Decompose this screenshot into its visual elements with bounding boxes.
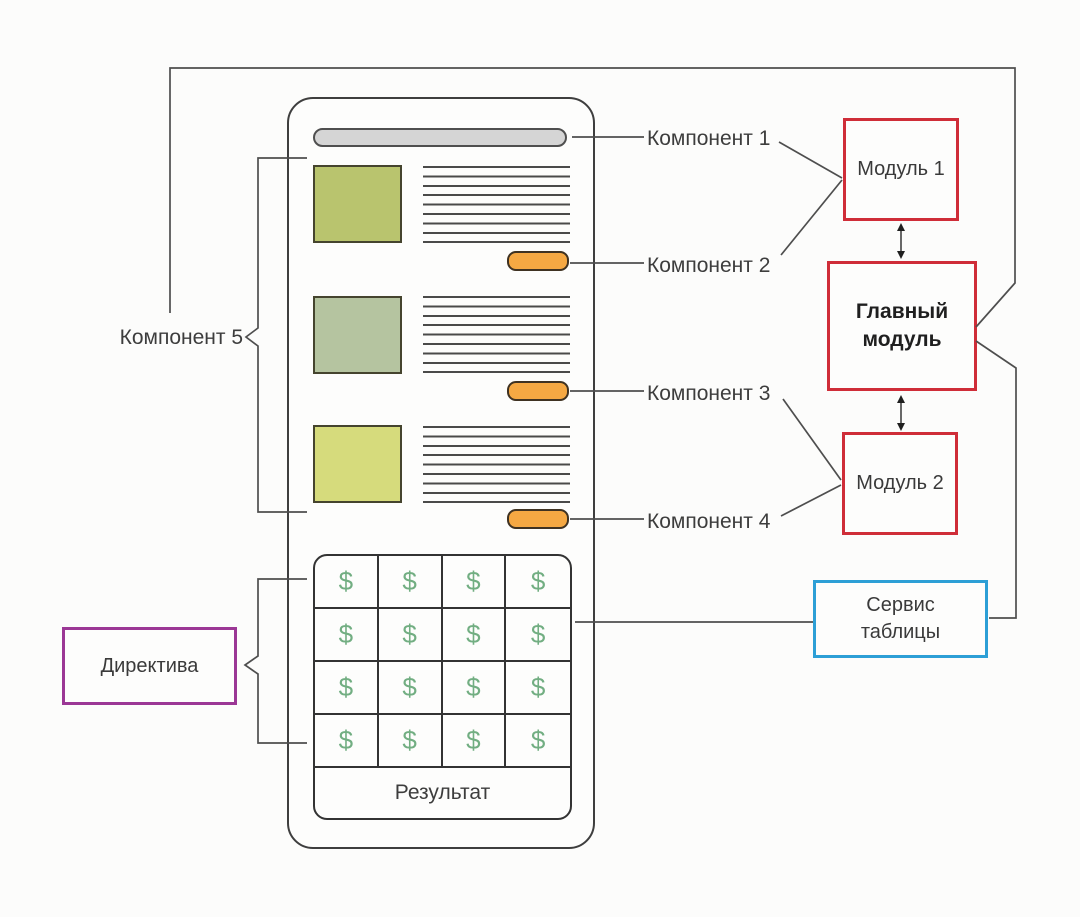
result-row: Результат	[394, 781, 491, 804]
main-module-label-line2: модуль	[862, 328, 942, 351]
component-4-diagonal	[780, 484, 842, 517]
dollar-cell: $	[506, 609, 570, 662]
main-module-to-service-wire	[975, 340, 1017, 619]
module-1-box: Модуль 1	[843, 118, 959, 221]
dollar-cell: $	[378, 556, 443, 609]
text-lines-3	[423, 426, 570, 504]
header-bar-component-1	[313, 128, 567, 147]
dollar-cell: $	[315, 662, 379, 715]
dollar-cell: $	[378, 715, 443, 768]
directive-box: Директива	[62, 627, 237, 705]
module-2-label: Модуль 2	[856, 472, 944, 494]
dollar-cell: $	[442, 556, 507, 609]
dollar-cell: $	[378, 662, 443, 715]
dollar-cell: $	[378, 609, 443, 662]
component-5-label: Компонент 5	[119, 326, 243, 349]
dollar-cell: $	[506, 556, 570, 609]
dollar-cell: $	[315, 715, 379, 768]
money-table: $ $ $ $ $ $ $ $ $ $ $ $ $ $ $ $ Результа…	[313, 554, 572, 820]
table-service-label-line1: Сервис	[866, 594, 935, 616]
double-arrow-icon	[897, 395, 905, 431]
table-service-box: Сервис таблицы	[813, 580, 988, 658]
main-module-box: Главный модуль	[827, 261, 977, 391]
module-1-label: Модуль 1	[857, 158, 945, 180]
component-1-label: Компонент 1	[647, 127, 771, 150]
image-placeholder-2	[313, 296, 402, 374]
component-3-diagonal	[782, 398, 842, 481]
component-2-label: Компонент 2	[647, 254, 771, 277]
component-2-diagonal	[780, 179, 843, 256]
image-placeholder-3	[313, 425, 402, 503]
module-2-box: Модуль 2	[842, 432, 958, 535]
dollar-cell: $	[442, 662, 507, 715]
component-1-diagonal	[778, 141, 843, 179]
money-grid: $ $ $ $ $ $ $ $ $ $ $ $ $ $ $ $	[315, 556, 570, 768]
button-component-4	[507, 509, 569, 529]
dollar-cell: $	[506, 662, 570, 715]
text-lines-2	[423, 296, 570, 374]
dollar-cell: $	[442, 715, 507, 768]
text-lines-1	[423, 166, 570, 244]
dollar-cell: $	[442, 609, 507, 662]
image-placeholder-1	[313, 165, 402, 243]
component-3-label: Компонент 3	[647, 382, 771, 405]
directive-label: Директива	[100, 654, 199, 677]
button-component-3	[507, 381, 569, 401]
table-service-label-line2: таблицы	[860, 621, 941, 643]
button-component-2	[507, 251, 569, 271]
double-arrow-icon	[897, 223, 905, 259]
dollar-cell: $	[315, 556, 379, 609]
dollar-cell: $	[506, 715, 570, 768]
component-4-label: Компонент 4	[647, 510, 771, 533]
dollar-cell: $	[315, 609, 379, 662]
main-module-label-line1: Главный	[855, 299, 949, 323]
